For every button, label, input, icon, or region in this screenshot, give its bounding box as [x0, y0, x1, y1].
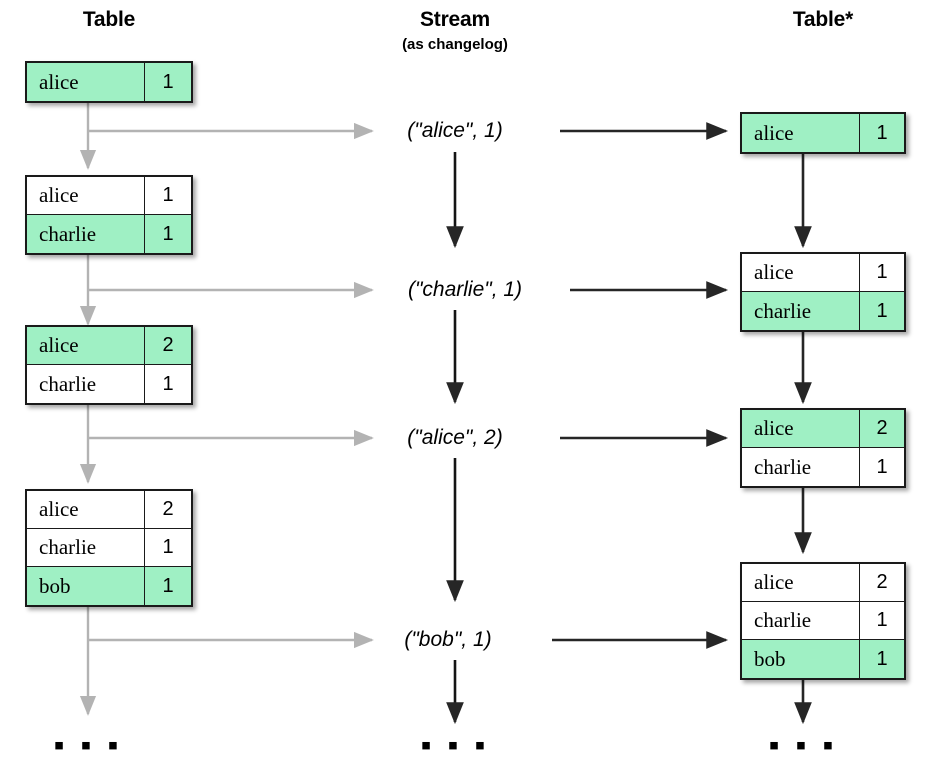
table-row: charlie 1 — [742, 602, 904, 640]
row-key: alice — [742, 564, 860, 601]
table-row: alice 1 — [742, 254, 904, 292]
table-row: charlie 1 — [27, 529, 191, 567]
row-key: charlie — [742, 602, 860, 639]
row-key: bob — [27, 567, 145, 605]
ellipsis-left: ▪ ▪ ▪ — [53, 729, 123, 762]
row-value: 1 — [162, 184, 174, 206]
row-value: 2 — [876, 417, 888, 439]
table-row: alice 2 — [742, 410, 904, 448]
column-title-table: Table — [82, 8, 136, 31]
table-row: charlie 1 — [742, 448, 904, 486]
row-value: 1 — [162, 222, 174, 245]
left-table-4: alice 2 charlie 1 bob 1 — [25, 489, 193, 607]
row-key: charlie — [27, 215, 145, 253]
table-row: alice 1 — [27, 63, 191, 101]
row-key: bob — [742, 640, 860, 678]
row-key: alice — [27, 177, 145, 214]
stream-event-1: ("alice", 1) — [407, 119, 503, 142]
right-table-2: alice 1 charlie 1 — [740, 252, 906, 332]
left-table-3: alice 2 charlie 1 — [25, 325, 193, 405]
table-row: alice 1 — [27, 177, 191, 215]
row-value: 1 — [162, 70, 174, 93]
row-value: 1 — [162, 536, 174, 558]
table-row: bob 1 — [27, 567, 191, 605]
row-value: 1 — [876, 261, 888, 283]
stream-event-3: ("alice", 2) — [407, 426, 503, 449]
row-value: 1 — [876, 121, 888, 144]
row-key: alice — [27, 491, 145, 528]
table-row: bob 1 — [742, 640, 904, 678]
table-row: charlie 1 — [27, 365, 191, 403]
ellipsis-right: ▪ ▪ ▪ — [768, 729, 838, 762]
row-key: alice — [27, 327, 145, 364]
column-title-stream: Stream — [419, 8, 490, 31]
right-table-4: alice 2 charlie 1 bob 1 — [740, 562, 906, 680]
row-key: charlie — [742, 448, 860, 486]
right-table-1: alice 1 — [740, 112, 906, 154]
stream-to-table-arrows — [552, 122, 729, 649]
table-row: alice 2 — [27, 491, 191, 529]
row-key: alice — [27, 63, 145, 101]
row-key: charlie — [27, 365, 145, 403]
table-row: alice 2 — [27, 327, 191, 365]
row-key: alice — [742, 410, 860, 447]
left-table-2: alice 1 charlie 1 — [25, 175, 193, 255]
right-table-3: alice 2 charlie 1 — [740, 408, 906, 488]
row-key: alice — [742, 114, 860, 152]
table-row: alice 2 — [742, 564, 904, 602]
ellipsis-middle: ▪ ▪ ▪ — [420, 729, 490, 762]
stream-event-2: ("charlie", 1) — [407, 278, 523, 301]
row-value: 2 — [876, 571, 888, 593]
column-subtitle-stream: (as changelog) — [402, 36, 508, 53]
row-value: 1 — [162, 372, 174, 395]
left-table-1: alice 1 — [25, 61, 193, 103]
row-value: 1 — [876, 647, 888, 670]
row-value: 2 — [162, 334, 174, 356]
row-value: 1 — [876, 455, 888, 478]
row-key: charlie — [27, 529, 145, 566]
table-row: charlie 1 — [27, 215, 191, 253]
row-value: 2 — [162, 498, 174, 520]
table-row: alice 1 — [742, 114, 904, 152]
row-value: 1 — [162, 574, 174, 597]
table-row: charlie 1 — [742, 292, 904, 330]
row-value: 1 — [876, 299, 888, 322]
row-key: charlie — [742, 292, 860, 330]
column-title-table-star: Table* — [792, 8, 854, 31]
stream-event-4: ("bob", 1) — [404, 628, 492, 651]
row-value: 1 — [876, 609, 888, 631]
row-key: alice — [742, 254, 860, 291]
